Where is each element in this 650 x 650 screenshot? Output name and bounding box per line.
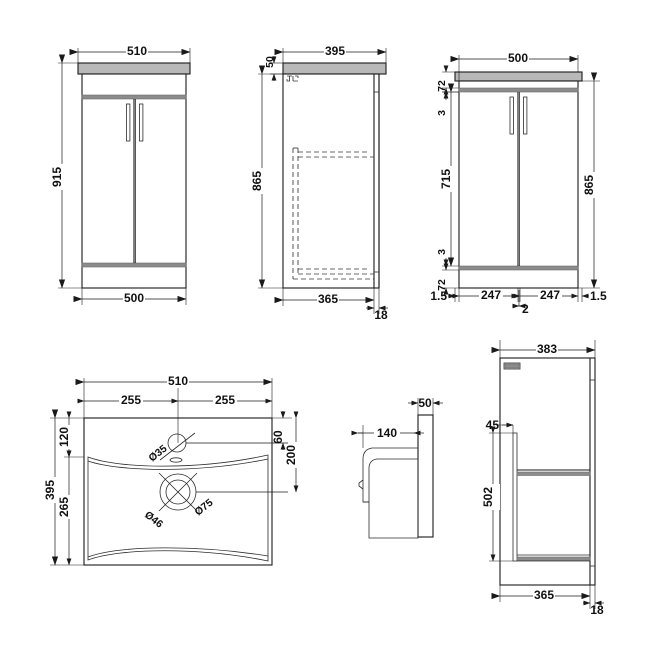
dim-right-bot-rail-72: 72 bbox=[436, 279, 448, 291]
dim-side-depth-365: 365 bbox=[318, 292, 338, 306]
side-elevation-view: 395 50 865 365 18 bbox=[250, 44, 388, 322]
dim-front-width-500: 500 bbox=[124, 291, 144, 305]
dim-section-shelf-502: 502 bbox=[481, 487, 495, 507]
dim-right-top-gap-3: 3 bbox=[436, 110, 448, 116]
dim-right-door-715: 715 bbox=[439, 169, 453, 189]
basin-profile-view: 50 140 bbox=[351, 396, 443, 539]
dim-plan-half-left-255: 255 bbox=[121, 393, 141, 407]
dim-plan-back-120: 120 bbox=[57, 427, 71, 447]
dim-side-thickness-50: 50 bbox=[264, 56, 276, 68]
basin-plan-view: Ø35 Ø46 Ø75 510 255 255 395 120 bbox=[43, 374, 303, 566]
dim-right-top-rail-72: 72 bbox=[436, 80, 448, 92]
front-elevation-detail-view: 500 72 3 715 3 72 865 bbox=[430, 51, 607, 316]
dim-section-panel-18: 18 bbox=[590, 603, 604, 617]
dim-profile-projection-140: 140 bbox=[377, 426, 397, 440]
dim-right-width-500: 500 bbox=[508, 51, 528, 65]
dim-right-bot-gap-3: 3 bbox=[436, 249, 448, 255]
dim-section-offset-45: 45 bbox=[486, 418, 500, 432]
dim-right-door-gap-2: 2 bbox=[522, 302, 529, 316]
dim-right-door-left-247: 247 bbox=[481, 288, 501, 302]
dim-plan-width-510: 510 bbox=[168, 374, 188, 388]
dim-right-height-865: 865 bbox=[582, 175, 596, 195]
dim-side-panel-18: 18 bbox=[374, 308, 388, 322]
dim-right-door-right-247: 247 bbox=[540, 288, 560, 302]
dim-right-right-margin: 1.5 bbox=[590, 289, 607, 303]
dim-section-depth-365: 365 bbox=[534, 588, 554, 602]
dim-plan-half-right-255: 255 bbox=[215, 393, 235, 407]
cabinet-section-view: 383 45 502 365 18 bbox=[481, 340, 604, 617]
dim-profile-thickness-50: 50 bbox=[418, 396, 432, 410]
dim-plan-tap-back-60: 60 bbox=[271, 430, 285, 444]
dim-front-height-915: 915 bbox=[50, 167, 64, 187]
dim-plan-bowl-265: 265 bbox=[57, 497, 71, 517]
dim-side-height-865: 865 bbox=[250, 171, 264, 191]
dim-side-depth-395: 395 bbox=[325, 44, 345, 58]
dim-front-width-510: 510 bbox=[127, 44, 147, 58]
dim-plan-waste-200: 200 bbox=[284, 445, 298, 465]
front-elevation-view: 510 915 500 bbox=[50, 44, 191, 305]
dim-plan-depth-395: 395 bbox=[43, 480, 57, 500]
dim-section-depth-383: 383 bbox=[537, 342, 557, 356]
dim-right-left-margin: 1.5 bbox=[430, 289, 447, 303]
